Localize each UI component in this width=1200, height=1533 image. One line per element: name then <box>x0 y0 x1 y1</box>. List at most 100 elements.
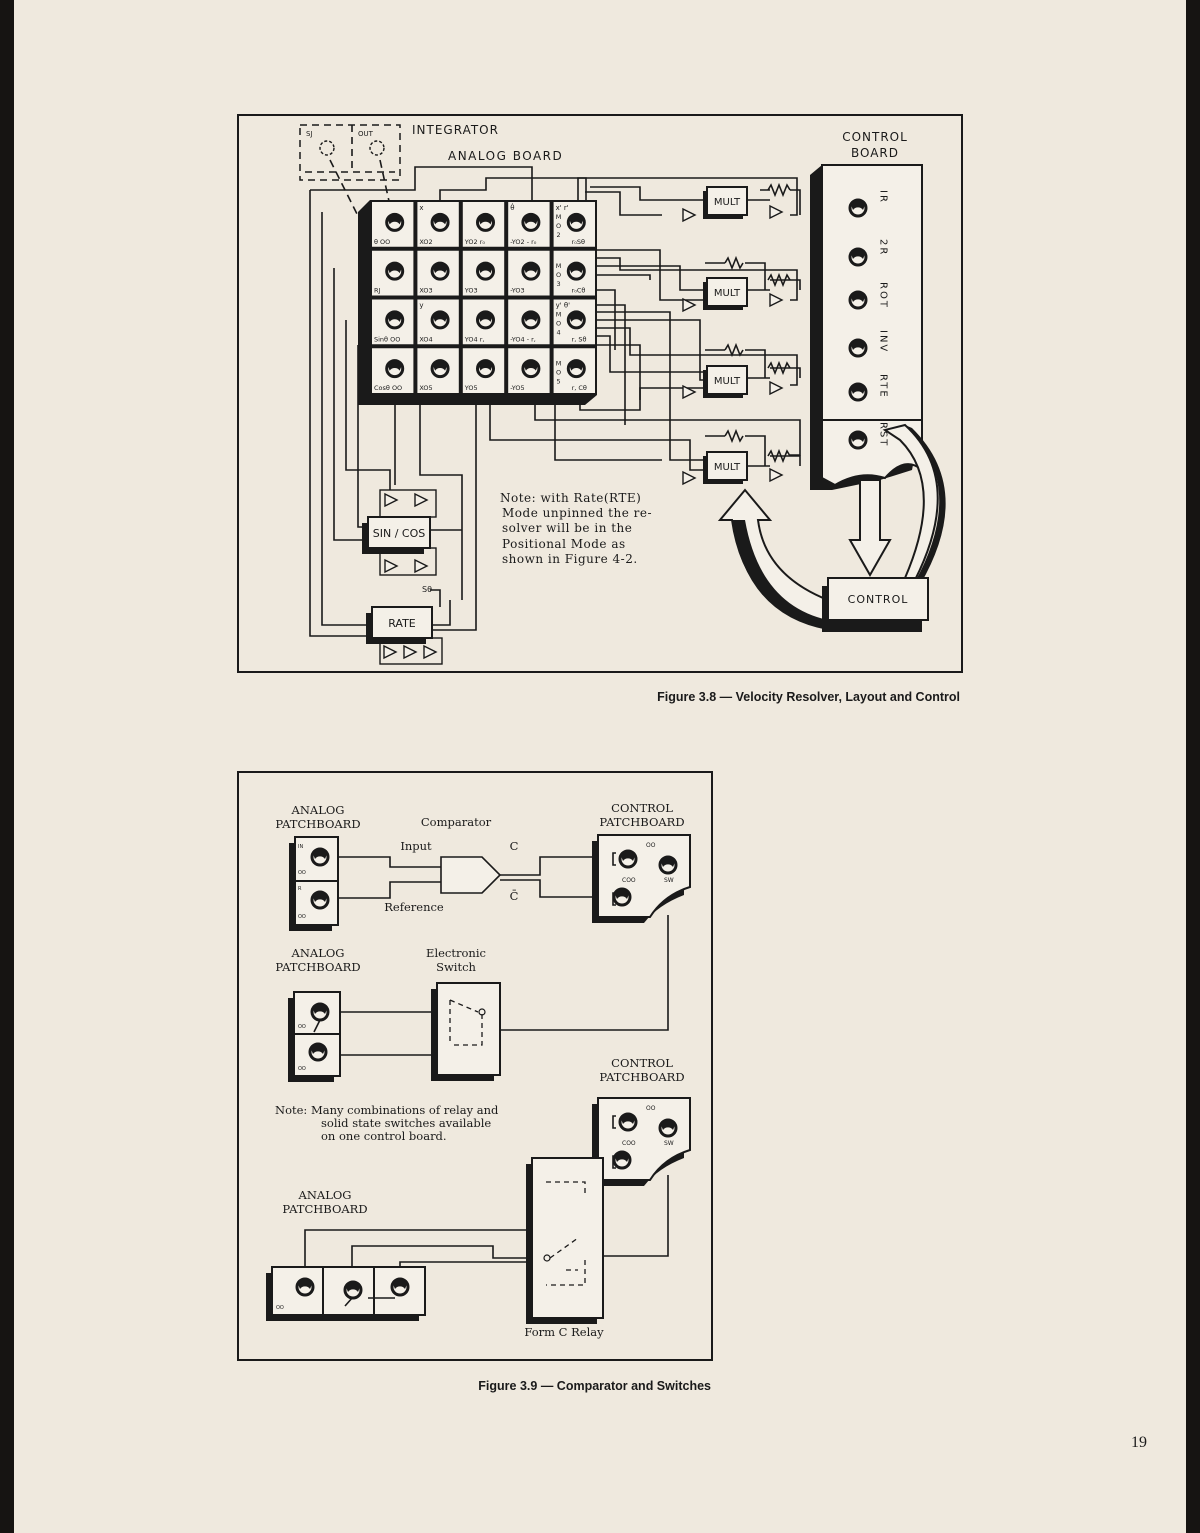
cell-label: -YO5 <box>510 384 524 392</box>
note-line: shown in Figure 4-2. <box>502 552 638 566</box>
patch-cell: -YO5 <box>508 348 550 393</box>
mult-block: MULT <box>703 451 748 484</box>
control-switch-rst[interactable]: RST <box>848 422 889 450</box>
cell-label: -YO2 - r₀ <box>510 238 537 246</box>
page-number: 19 <box>1131 1434 1147 1451</box>
oo-label: OO <box>298 1024 306 1030</box>
jack-icon <box>848 338 868 358</box>
analog-patchboard-label: ANALOG <box>298 1188 352 1202</box>
analog-patchboard-3: OO <box>266 1266 426 1321</box>
cell-top-label: x' r' <box>556 204 569 212</box>
analog-patchboard-1: IN OO R OO <box>289 836 339 931</box>
patch-cell: YO4 r, <box>462 299 505 345</box>
sj-label: SJ <box>306 130 313 138</box>
mult-label: MULT <box>714 197 741 208</box>
control-patchboard-label-2: PATCHBOARD <box>599 1070 684 1084</box>
cell-side-label: MO3 <box>555 262 563 289</box>
jack-icon <box>476 310 495 330</box>
figure-3-8-caption: Figure 3.8 — Velocity Resolver, Layout a… <box>657 690 960 704</box>
jack-icon <box>848 198 868 218</box>
patch-cell: Sinθ OO <box>372 299 414 345</box>
jack-icon <box>385 261 405 281</box>
in-label: IN <box>298 844 303 850</box>
sincos-label: SIN / COS <box>373 527 425 540</box>
analog-patchboard-label: ANALOG <box>291 946 345 960</box>
control-patchboard-label: CONTROL <box>611 801 673 815</box>
amplifier-symbols <box>682 182 791 485</box>
switch-label: ROT <box>878 282 889 309</box>
jack-icon <box>566 261 586 281</box>
mult-label: MULT <box>714 376 741 387</box>
cell-label: Cosθ OO <box>374 384 402 392</box>
mult-label: MULT <box>714 462 741 473</box>
note-line: Positional Mode as <box>502 537 626 551</box>
jack-icon <box>430 310 450 330</box>
coo-label: COO <box>622 877 636 884</box>
cell-label: -YO3 <box>510 287 524 295</box>
cell-top-label: θ̇ <box>510 203 514 212</box>
r-label: R <box>298 886 302 892</box>
electronic-switch <box>431 982 501 1081</box>
cell-label: Sinθ OO <box>374 335 400 343</box>
integrator-label: INTEGRATOR <box>412 123 499 137</box>
patch-cell: XO5 <box>417 348 459 393</box>
patch-cell: YO2 r₀ <box>462 202 505 247</box>
control-switch-rte[interactable]: RTE <box>848 374 889 402</box>
jack-icon <box>430 359 450 379</box>
switch-label: 2R <box>878 239 889 256</box>
oo-label: OO <box>298 870 306 876</box>
control-block: CONTROL <box>717 423 946 632</box>
jack-icon <box>566 310 586 330</box>
s-theta-label: Sθ <box>422 585 432 594</box>
cell-label: XO5 <box>419 384 432 392</box>
analog-patchboard-2: OO OO <box>288 991 341 1082</box>
oo-label: OO <box>298 914 306 920</box>
analog-patchboard-label: ANALOG <box>291 803 345 817</box>
jack-icon <box>385 359 405 379</box>
figure-3-8-note: Note: with Rate(RTE) Mode unpinned the r… <box>500 491 652 566</box>
jack-icon <box>476 261 495 281</box>
cell-label: RJ <box>374 287 381 295</box>
jack-icon <box>848 247 868 267</box>
rate-label: RATE <box>388 617 416 630</box>
control-switch-inv[interactable]: INV <box>848 330 889 358</box>
cell-label: r₀Cθ <box>572 287 586 295</box>
patch-cell: r₀Sθ x' r'MO2 <box>553 202 595 247</box>
c-bar-label: C̄ <box>510 889 519 903</box>
cell-label: r, Cθ <box>572 384 587 392</box>
patch-cell: r₀Cθ MO3 <box>553 250 595 296</box>
control-switch-2r[interactable]: 2R <box>848 239 889 267</box>
note-line: on one control board. <box>321 1129 447 1143</box>
jack-icon <box>848 382 868 402</box>
control-switch-ir[interactable]: IR <box>848 190 889 218</box>
jack-icon <box>430 261 450 281</box>
coo-label: COO <box>622 1140 636 1147</box>
cell-label: r₀Sθ <box>572 238 585 246</box>
cell-label: YO2 r₀ <box>464 238 486 246</box>
cell-top-label: y <box>419 302 423 310</box>
jack-icon <box>476 359 495 379</box>
switch-label: RST <box>878 422 889 447</box>
cell-side-label: MO2 <box>555 213 563 240</box>
jack-icon <box>521 212 541 232</box>
analog-patchboard-label-2: PATCHBOARD <box>275 817 360 831</box>
patch-cell: θ OO <box>372 202 414 247</box>
patch-cell: XO3 <box>417 250 459 296</box>
oo-label: OO <box>298 1066 306 1072</box>
patch-cell: -YO2 - r₀ θ̇ <box>508 202 550 247</box>
jack-icon <box>385 310 405 330</box>
control-switch-rot[interactable]: ROT <box>848 282 889 310</box>
out-label: OUT <box>358 130 374 138</box>
jack-icon <box>521 261 541 281</box>
analog-patchboard-label-2: PATCHBOARD <box>275 960 360 974</box>
note-line: Note: with Rate(RTE) <box>500 491 641 505</box>
cell-label: -YO4 - r, <box>510 335 536 343</box>
note-line: solid state switches available <box>321 1116 491 1130</box>
figure-3-9-caption: Figure 3.9 — Comparator and Switches <box>478 1379 711 1393</box>
control-board-label: CONTROL <box>842 130 908 144</box>
